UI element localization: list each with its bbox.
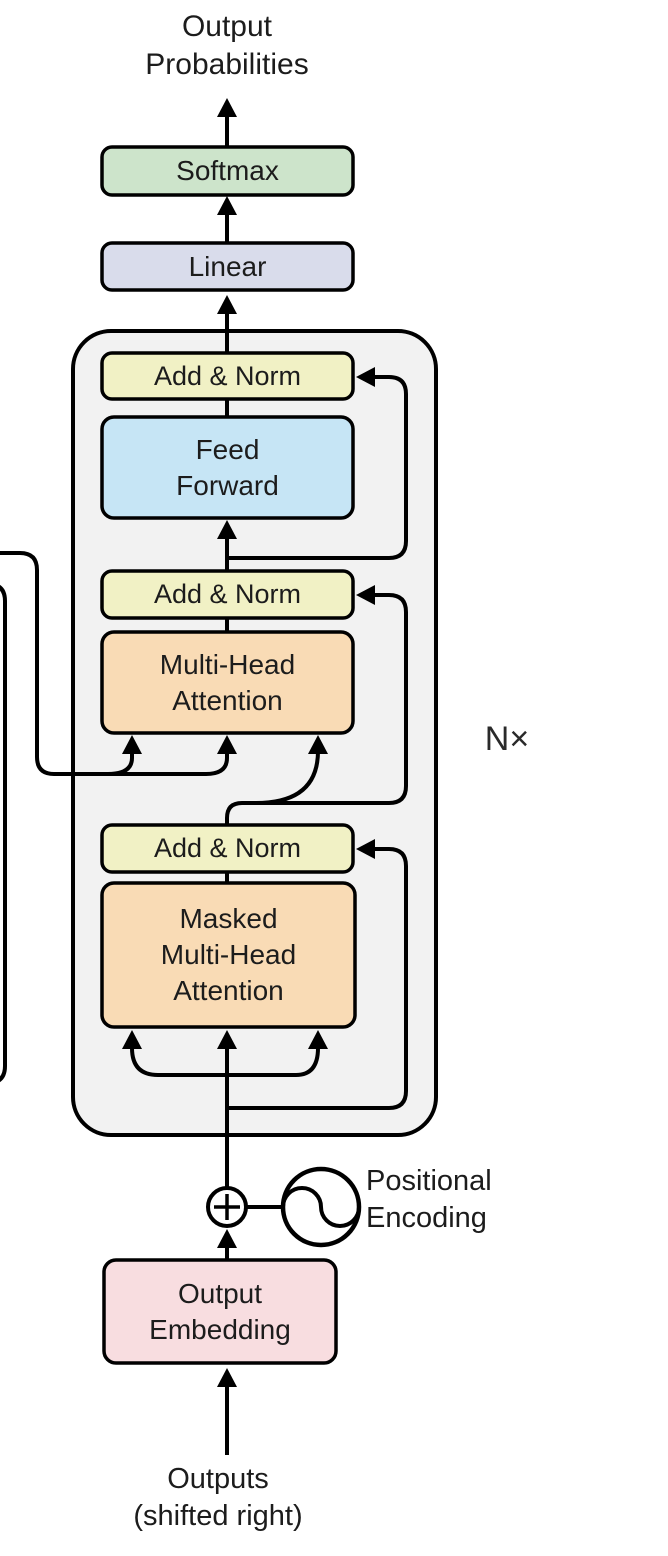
arrowhead-left-icon xyxy=(356,839,375,859)
arrowhead-up-icon xyxy=(308,1030,328,1049)
multi-head-attention-block xyxy=(100,630,355,735)
arrowhead-left-icon xyxy=(356,585,375,605)
arrowhead-up-icon xyxy=(217,98,237,117)
arrowhead-up-icon xyxy=(217,196,237,215)
softmax-block xyxy=(100,145,355,197)
arrowhead-up-icon xyxy=(122,735,142,754)
connection-lines xyxy=(0,114,408,1455)
masked-multi-head-attention-block xyxy=(100,881,357,1029)
arrowhead-up-icon xyxy=(217,735,237,754)
residual-loop-masked-mha xyxy=(227,847,408,1110)
sine-wave-icon xyxy=(281,1186,361,1228)
encoder-output-line xyxy=(0,551,229,776)
linear-block xyxy=(100,241,355,292)
add-norm-block-1 xyxy=(100,351,355,401)
arrowhead-up-icon xyxy=(217,1368,237,1387)
self-attention-split-curve xyxy=(130,1047,320,1077)
feed-forward-block xyxy=(100,415,355,520)
arrowhead-up-icon xyxy=(217,1030,237,1049)
residual-loop-feed-forward xyxy=(227,375,408,560)
arrowhead-left-icon xyxy=(356,367,375,387)
arrowhead-up-icon xyxy=(217,295,237,314)
residual-loop-mha xyxy=(225,593,408,825)
arrowhead-up-icon xyxy=(217,520,237,539)
add-norm-block-2 xyxy=(100,569,355,620)
plus-sign-icon xyxy=(214,1194,240,1220)
arrowhead-up-icon xyxy=(122,1030,142,1049)
blocks xyxy=(100,145,357,1365)
query-branch-line xyxy=(255,750,320,805)
arrowheads xyxy=(122,98,375,1387)
arrowhead-up-icon xyxy=(308,735,328,754)
arrowhead-up-icon xyxy=(217,1229,237,1248)
encoder-output-branch xyxy=(107,750,134,776)
output-embedding-block xyxy=(102,1258,338,1365)
left-edge-clipped-line xyxy=(0,585,7,1082)
add-norm-block-3 xyxy=(100,823,355,874)
